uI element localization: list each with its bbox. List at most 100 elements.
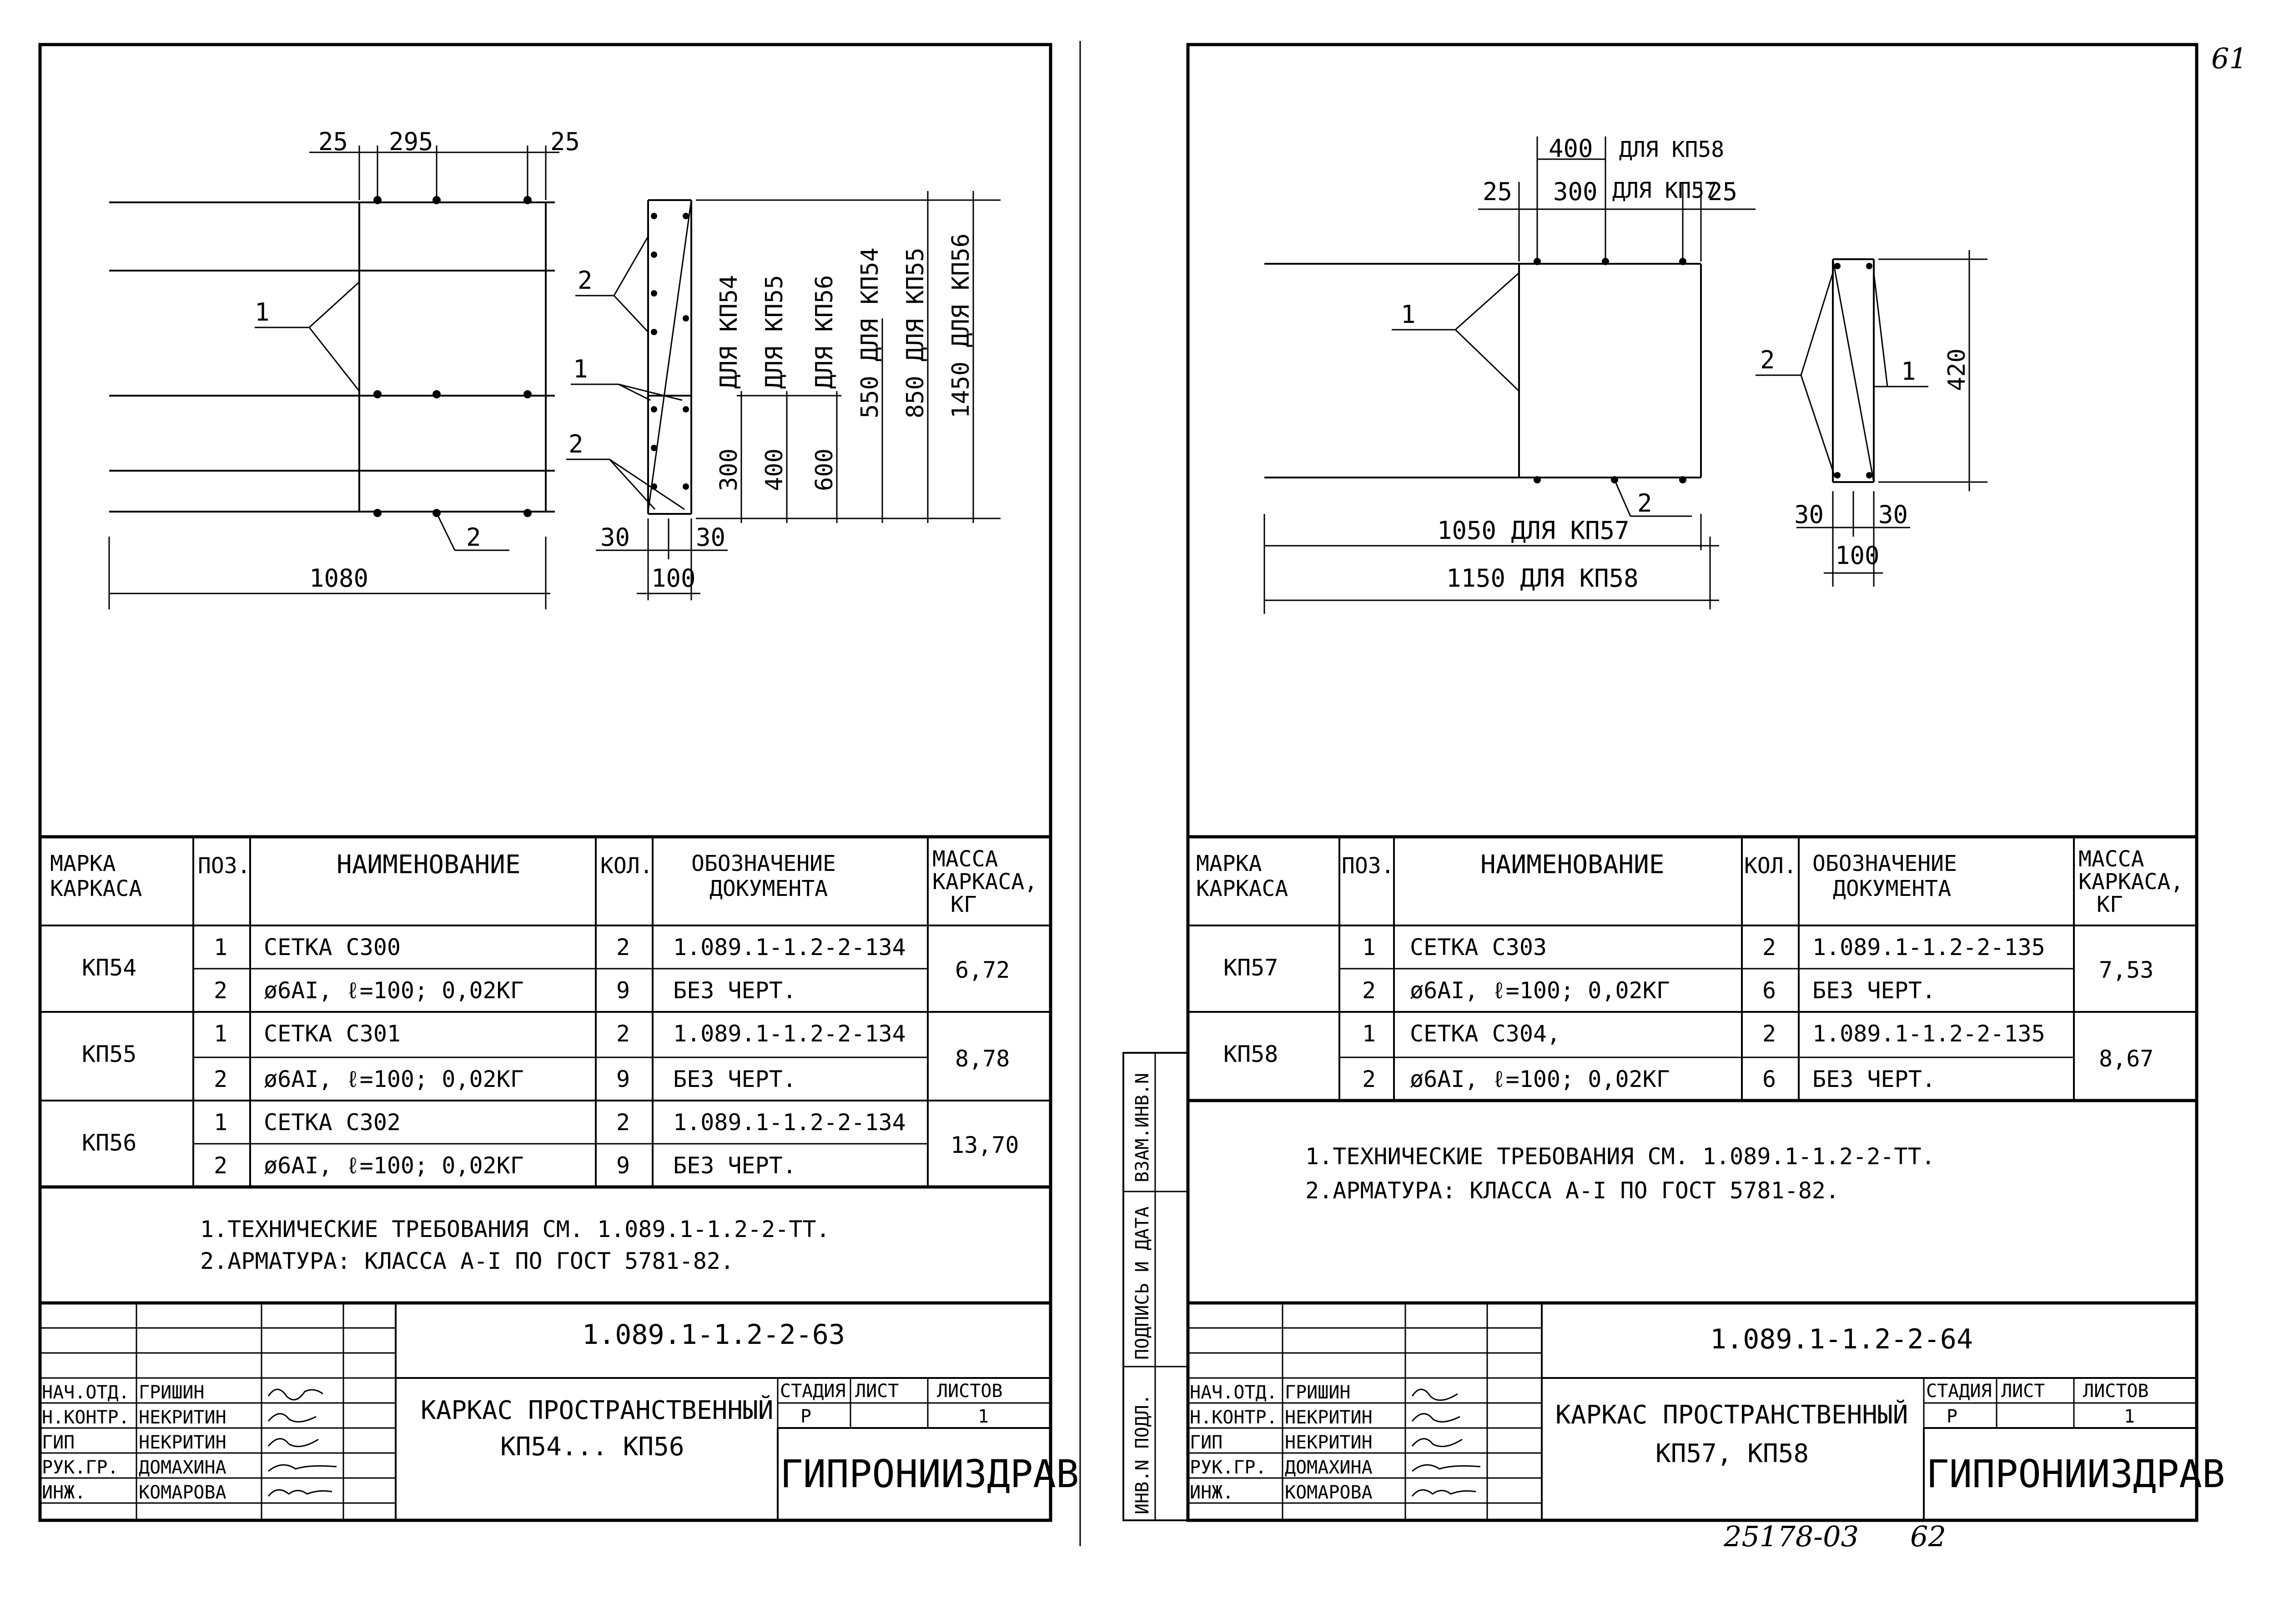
qty: 6 [1762,977,1776,1004]
doc: БЕЗ ЧЕРТ. [673,977,796,1004]
note-1: 1.ТЕХНИЧЕСКИЕ ТРЕБОВАНИЯ СМ. 1.089.1-1.2… [1305,1143,1935,1170]
role: ИНЖ. [42,1482,86,1503]
note-2: 2.АРМАТУРА: КЛАССА А-I ПО ГОСТ 5781-82. [1305,1177,1839,1204]
mass-kp55: 8,78 [955,1046,1010,1072]
qty: 2 [1762,1021,1776,1047]
dim-400: 400 [1549,134,1593,163]
sheet-label: ЛИСТ [2001,1381,2045,1402]
drawing-code: 1.089.1-1.2-2-64 [1710,1323,1973,1355]
side-label-sign: ПОДПИСЬ И ДАТА [1132,1207,1153,1360]
header-mark-2: КАРКАСА [50,876,142,901]
pos: 2 [214,977,227,1004]
pos: 1 [1362,934,1376,960]
sheet-label: ЛИСТ [855,1381,899,1402]
callout-2-side-top: 2 [578,266,593,295]
sheet-left-frame [38,43,1052,1522]
note-1: 1.ТЕХНИЧЕСКИЕ ТРЕБОВАНИЯ СМ. 1.089.1-1.2… [200,1216,830,1242]
label-kp55: ДЛЯ КП55 [761,275,788,389]
role: НАЧ.ОТД. [42,1382,130,1403]
item-name: ø6АI, ℓ=100; 0,02КГ [1410,977,1670,1004]
left-spec-table: МАРКА КАРКАСА ПОЗ. НАИМЕНОВАНИЕ КОЛ. ОБО… [40,835,1051,1189]
right-front-view: 25 300 25 400 ДЛЯ КП58 ДЛЯ КП57 1050 ДЛЯ… [1263,134,1756,614]
pos: 2 [1362,1066,1376,1092]
item-name: СЕТКА С301 [264,1021,401,1047]
page-number: 61 [2211,42,2247,75]
pos: 1 [214,934,227,960]
header-mass-1: МАССА [2078,846,2144,872]
stage-label: СТАДИЯ [1926,1381,1992,1402]
role: ГИП [42,1432,75,1453]
stage-label: СТАДИЯ [780,1381,846,1402]
doc: БЕЗ ЧЕРТ. [673,1152,796,1179]
doc: 1.089.1-1.2-2-134 [673,934,906,960]
right-side-section: 420 30 30 100 2 1 [1756,250,1987,587]
signature [1412,1464,1481,1472]
item-name: ø6АI, ℓ=100; 0,02КГ [1410,1066,1670,1092]
dim-25-left: 25 [1483,177,1512,206]
side-label-replace: ВЗАМ.ИНВ.N [1132,1073,1153,1182]
callout-2-front: 2 [1637,489,1652,518]
dim-1050: 1050 ДЛЯ КП57 [1437,516,1630,545]
dim-300: 300 [715,448,743,491]
dim-100: 100 [1835,541,1880,570]
header-doc-2: ДОКУМЕНТА [709,876,828,901]
callout-2-side-bottom: 2 [568,430,584,458]
pos: 1 [1362,1021,1376,1047]
qty: 9 [616,977,630,1004]
doc: 1.089.1-1.2-2-134 [673,1021,906,1047]
dim-30-left: 30 [600,523,630,552]
header-name: НАИМЕНОВАНИЕ [1480,850,1665,880]
person-name: НЕКРИТИН [1285,1432,1373,1453]
mass-kp54: 6,72 [955,957,1010,983]
left-front-view: 25 295 25 1080 1 2 [108,127,580,609]
signature [267,1438,319,1448]
qty: 2 [616,1109,630,1136]
dim-1080: 1080 [309,564,368,593]
signature [1411,1489,1476,1497]
label-kp54: ДЛЯ КП54 [715,275,743,389]
label-kp56: ДЛЯ КП56 [811,275,838,389]
mark-kp54: КП54 [82,955,136,981]
header-doc-1: ОБОЗНАЧЕНИЕ [1812,851,1957,876]
dim-420: 420 [1943,348,1971,391]
side-label-inv: ИНВ.N ПОДЛ. [1132,1394,1153,1514]
callout-2-front: 2 [466,523,481,552]
pos: 1 [214,1021,227,1047]
item-name: ø6АI, ℓ=100; 0,02КГ [264,977,524,1004]
header-doc-2: ДОКУМЕНТА [1833,876,1951,901]
right-spec-table: МАРКА КАРКАСА ПОЗ. НАИМЕНОВАНИЕ КОЛ. ОБО… [1188,835,2197,1102]
dim-1450: 1450 ДЛЯ КП56 [947,233,975,418]
header-name: НАИМЕНОВАНИЕ [337,850,521,880]
mark-kp58: КП58 [1223,1041,1278,1067]
pos: 2 [214,1152,227,1179]
signature [1411,1388,1458,1401]
header-mass-3: КГ [2097,892,2123,917]
header-mark-1: МАРКА [1196,851,1262,876]
stage-value: Р [1947,1406,1957,1427]
mark-kp55: КП55 [82,1041,136,1067]
dim-1150: 1150 ДЛЯ КП58 [1446,564,1639,593]
dim-30-left: 30 [1794,500,1824,529]
header-pos: ПОЗ. [198,853,251,879]
doc: БЕЗ ЧЕРТ. [1812,977,1936,1004]
role: РУК.ГР. [1190,1457,1267,1478]
sheet-right-frame [1186,43,2199,1522]
pos: 2 [1362,977,1376,1004]
archive-sheet: 62 [1910,1520,1946,1553]
dim-295: 295 [389,127,433,156]
item-name: СЕТКА С304, [1410,1021,1560,1047]
callout-1-side: 1 [1901,357,1916,386]
header-mass-2: КАРКАСА, [2078,869,2183,895]
mark-kp56: КП56 [82,1130,136,1156]
qty: 6 [1762,1066,1776,1092]
header-qty: КОЛ. [600,853,653,879]
dim-25-right: 25 [550,127,580,156]
signature [1411,1438,1463,1448]
person-name: ГРИШИН [1285,1382,1351,1403]
mass-kp57: 7,53 [2099,957,2153,983]
dim-300: 300 [1553,177,1598,206]
dim-600: 600 [811,448,838,491]
left-side-section: 30 30 100 300 400 600 ДЛЯ КП54 ДЛЯ КП55 … [566,191,1001,600]
header-pos: ПОЗ. [1342,853,1394,879]
callout-1-front: 1 [1401,300,1416,329]
